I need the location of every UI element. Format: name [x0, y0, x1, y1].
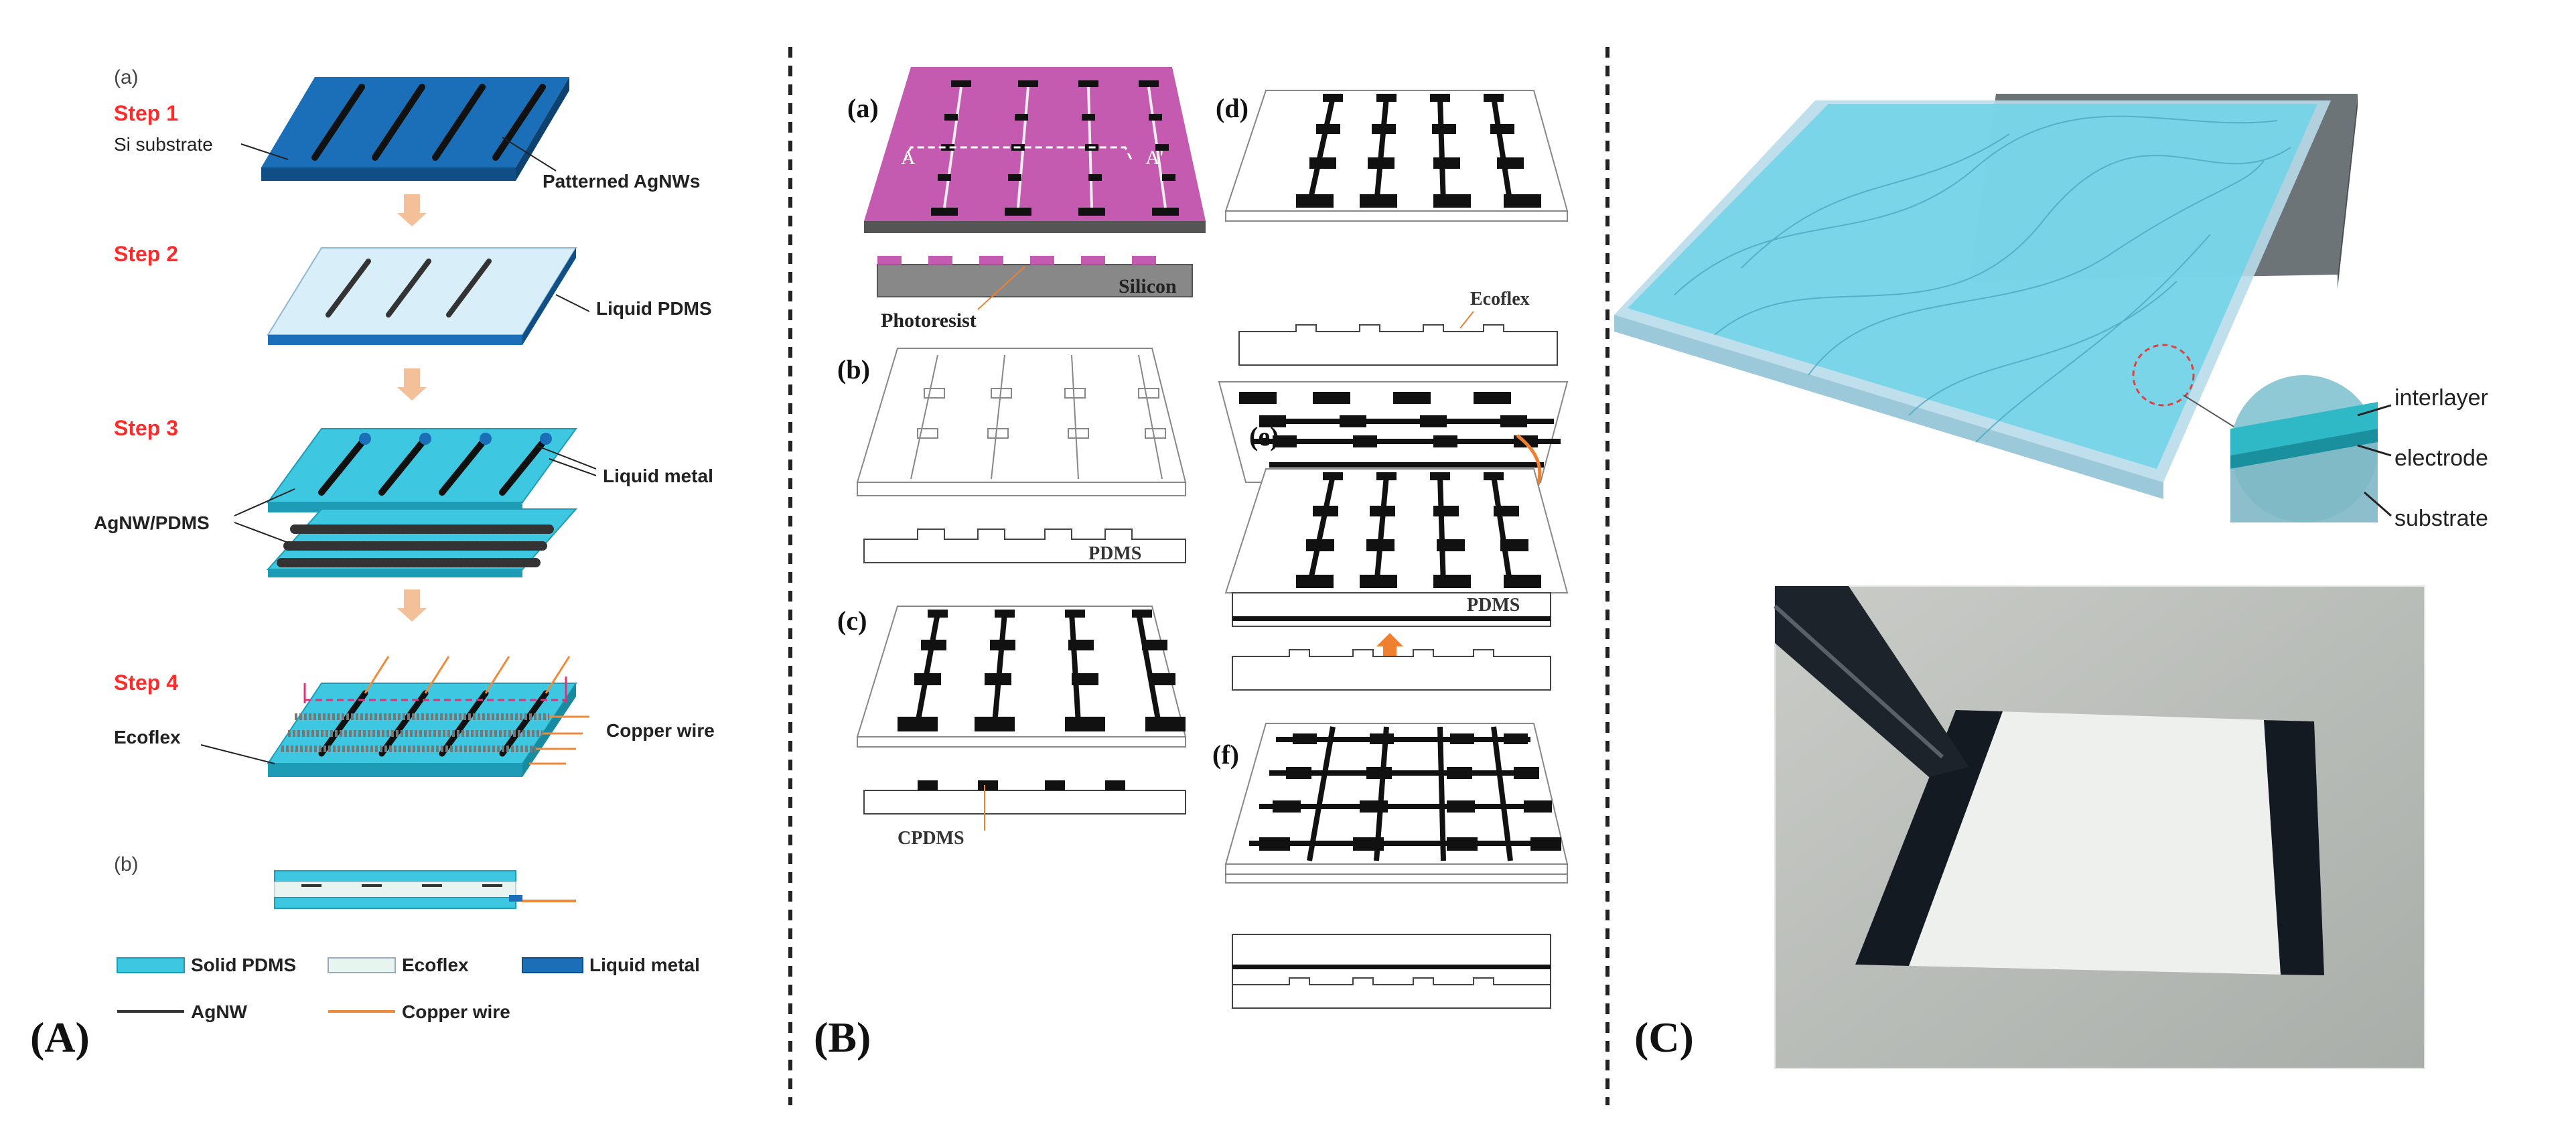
cpdms-label: CPDMS — [898, 828, 964, 849]
bottom-layer-3d — [1224, 468, 1569, 593]
panel-b-sub-d: (d) — [1216, 93, 1248, 123]
electrode-label: electrode — [2394, 445, 2488, 471]
interlayer-label: interlayer — [2394, 385, 2488, 411]
step4-label: Step 4 — [114, 671, 178, 695]
step3-label: Step 3 — [114, 416, 178, 440]
pdms-cross-section — [863, 529, 1186, 563]
panel-b-sub-c: (c) — [837, 606, 867, 636]
cpdms-3d — [856, 606, 1187, 748]
step4-assembled — [267, 656, 589, 777]
final-device-3d — [1224, 723, 1569, 884]
down-arrow-3 — [397, 589, 427, 622]
panel-a-letter: (A) — [30, 1013, 90, 1061]
ecoflex-cross-section — [1238, 324, 1558, 366]
panel-c: interlayer electrode substrate (C) — [1614, 94, 2488, 1069]
flipped-layer-3d — [1218, 381, 1569, 483]
ecoflex-b-label: Ecoflex — [1470, 289, 1530, 309]
step2-liquid-pdms — [267, 247, 577, 345]
panel-b-sub-e: (e) — [1249, 421, 1279, 451]
pdms-e-label: PDMS — [1467, 595, 1520, 616]
silicon-cross-section — [877, 256, 1193, 297]
panel-b-sub-b: (b) — [837, 354, 870, 384]
legend-solid-pdms: Solid PDMS — [191, 955, 296, 975]
substrate-label: substrate — [2394, 506, 2488, 531]
down-arrow-2 — [397, 368, 427, 401]
agnw-pdms-label: AgNW/PDMS — [94, 512, 210, 533]
section-a-label: A — [901, 147, 916, 169]
copper-wire-label: Copper wire — [606, 720, 715, 741]
panel-a-sub-b: (b) — [114, 853, 139, 875]
pdms-b-label: PDMS — [1088, 543, 1141, 564]
liquid-pdms-label: Liquid PDMS — [596, 298, 712, 319]
pdms-mold-3d — [856, 348, 1187, 496]
panel-a-sub-a: (a) — [114, 66, 139, 88]
ecoflex-3d — [1224, 90, 1569, 222]
photoresist-label: Photoresist — [881, 309, 977, 332]
panel-a-cross-section — [274, 870, 576, 909]
step3-layers — [266, 428, 578, 577]
silicon-label: Silicon — [1119, 275, 1177, 297]
final-cross-section — [1232, 934, 1551, 1009]
panel-b: (a) A A' — [814, 67, 1569, 1061]
panel-b-sub-a: (a) — [847, 93, 879, 123]
legend-agnw: AgNW — [191, 1001, 248, 1022]
legend-ecoflex: Ecoflex — [402, 955, 469, 975]
panel-a: (a) Step 1 Si substrate Patterned AgNWs … — [30, 66, 715, 1061]
panel-a-legend: Solid PDMS Ecoflex Liquid metal AgNW Cop… — [117, 955, 700, 1022]
down-arrow-1 — [397, 194, 427, 226]
magenta-mold — [864, 67, 1206, 233]
device-photo — [1773, 585, 2425, 1069]
liquid-metal-label: Liquid metal — [603, 466, 713, 486]
legend-copper-wire: Copper wire — [402, 1001, 510, 1022]
step1-si-substrate — [261, 77, 569, 181]
cpdms-cross-section — [863, 780, 1186, 815]
si-substrate-label: Si substrate — [114, 134, 213, 155]
legend-liquid-metal: Liquid metal — [589, 955, 700, 975]
pdms-bond-cross-section — [1232, 592, 1551, 691]
panel-c-letter: (C) — [1634, 1013, 1694, 1061]
ecoflex-label: Ecoflex — [114, 727, 181, 748]
panel-b-letter: (B) — [814, 1013, 871, 1061]
panel-b-sub-f: (f) — [1212, 740, 1239, 770]
step2-label: Step 2 — [114, 242, 178, 266]
patterned-agnws-label: Patterned AgNWs — [543, 171, 700, 192]
step1-label: Step 1 — [114, 101, 178, 125]
section-a2-label: A' — [1145, 147, 1163, 169]
device-3d-render — [1614, 94, 2392, 522]
